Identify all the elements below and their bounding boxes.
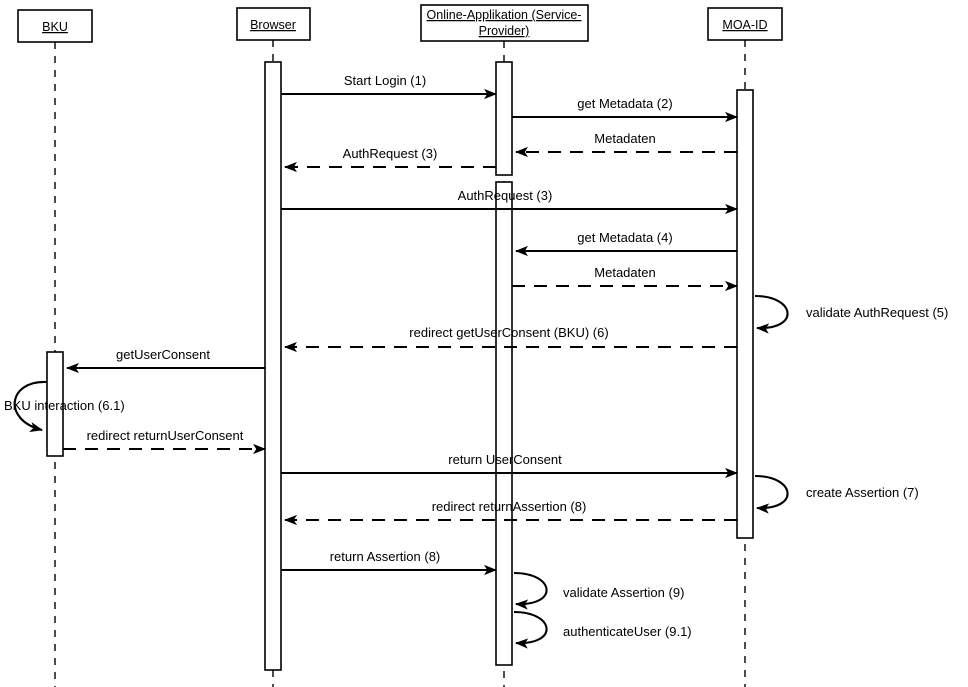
message-selfloop-validate-authrequest[interactable] [754, 294, 789, 334]
message-label-redirect-getuserconsent: redirect getUserConsent (BKU) (6) [409, 325, 608, 340]
message-authrequest-to-moaid[interactable]: AuthRequest (3) [281, 188, 738, 215]
message-bku-interaction[interactable]: BKU interaction (6.1) [4, 380, 125, 433]
participant-box-bku[interactable] [17, 9, 93, 43]
participant-bku[interactable]: BKU [17, 9, 93, 43]
activation-bars [46, 61, 754, 671]
message-label-getuserconsent: getUserConsent [116, 347, 210, 362]
participant-browser[interactable]: Browser [236, 7, 311, 41]
message-label-metadaten-2: Metadaten [594, 265, 655, 280]
message-label-return-assertion: return Assertion (8) [330, 549, 441, 564]
activation-bar-moaid [736, 89, 754, 539]
message-selfloop-bku-interaction[interactable] [13, 380, 48, 433]
message-label-bku-interaction: BKU interaction (6.1) [4, 398, 125, 413]
message-authenticate-user[interactable]: authenticateUser (9.1) [513, 610, 692, 649]
message-get-metadata-4[interactable]: get Metadata (4) [515, 230, 737, 257]
participant-label-bku: BKU [42, 20, 68, 34]
message-label-authrequest-to-browser: AuthRequest (3) [343, 146, 438, 161]
message-redirect-returnuserconsent[interactable]: redirect returnUserConsent [63, 428, 266, 455]
message-validate-authrequest[interactable]: validate AuthRequest (5) [754, 294, 948, 334]
message-label-start-login: Start Login (1) [344, 73, 426, 88]
activation-bar-oa-upper [495, 61, 513, 176]
participant-moa-id[interactable]: MOA-ID [707, 7, 783, 41]
message-selfloop-create-assertion[interactable] [754, 474, 789, 514]
message-label-validate-assertion: validate Assertion (9) [563, 585, 684, 600]
message-create-assertion[interactable]: create Assertion (7) [754, 474, 919, 514]
message-redirect-returnassertion[interactable]: redirect returnAssertion (8) [284, 499, 737, 526]
message-label-authenticate-user: authenticateUser (9.1) [563, 624, 692, 639]
participant-box-moa-id[interactable] [707, 7, 783, 41]
participant-label-online-applikation-line1: Online-Applikation (Service- [427, 8, 582, 22]
activation-bar-bku [46, 351, 64, 457]
message-redirect-getuserconsent[interactable]: redirect getUserConsent (BKU) (6) [284, 325, 737, 353]
activation-bar-browser [264, 61, 282, 671]
participant-headers: BKU Browser Online-Applikation (Service-… [17, 4, 783, 43]
message-selfloop-validate-assertion[interactable] [513, 571, 548, 610]
message-validate-assertion[interactable]: validate Assertion (9) [513, 571, 684, 610]
participant-box-online-applikation[interactable] [420, 4, 589, 42]
participant-label-online-applikation-line2: Provider) [479, 24, 530, 38]
message-metadaten-1[interactable]: Metadaten [515, 131, 737, 158]
message-label-return-userconsent: return UserConsent [448, 452, 562, 467]
message-return-assertion[interactable]: return Assertion (8) [281, 549, 497, 576]
participant-box-browser[interactable] [236, 7, 311, 41]
message-label-metadaten-1: Metadaten [594, 131, 655, 146]
participant-online-applikation[interactable]: Online-Applikation (Service- Provider) [420, 4, 589, 42]
message-label-create-assertion: create Assertion (7) [806, 485, 919, 500]
message-start-login[interactable]: Start Login (1) [281, 73, 497, 100]
message-selfloop-authenticate-user[interactable] [513, 610, 548, 649]
participant-label-moa-id: MOA-ID [722, 18, 767, 32]
message-authrequest-to-browser[interactable]: AuthRequest (3) [284, 146, 496, 173]
message-label-redirect-returnuserconsent: redirect returnUserConsent [87, 428, 244, 443]
message-label-redirect-returnassertion: redirect returnAssertion (8) [432, 499, 587, 514]
message-label-validate-authrequest: validate AuthRequest (5) [806, 305, 948, 320]
message-return-userconsent[interactable]: return UserConsent [281, 452, 738, 479]
activation-bar-oa-lower [495, 181, 513, 666]
message-label-authrequest-to-moaid: AuthRequest (3) [458, 188, 553, 203]
message-get-metadata-2[interactable]: get Metadata (2) [512, 96, 738, 123]
message-getuserconsent[interactable]: getUserConsent [66, 347, 265, 374]
message-label-get-metadata-2: get Metadata (2) [577, 96, 672, 111]
message-label-get-metadata-4: get Metadata (4) [577, 230, 672, 245]
participant-label-browser: Browser [250, 18, 296, 32]
message-metadaten-2[interactable]: Metadaten [512, 265, 738, 292]
